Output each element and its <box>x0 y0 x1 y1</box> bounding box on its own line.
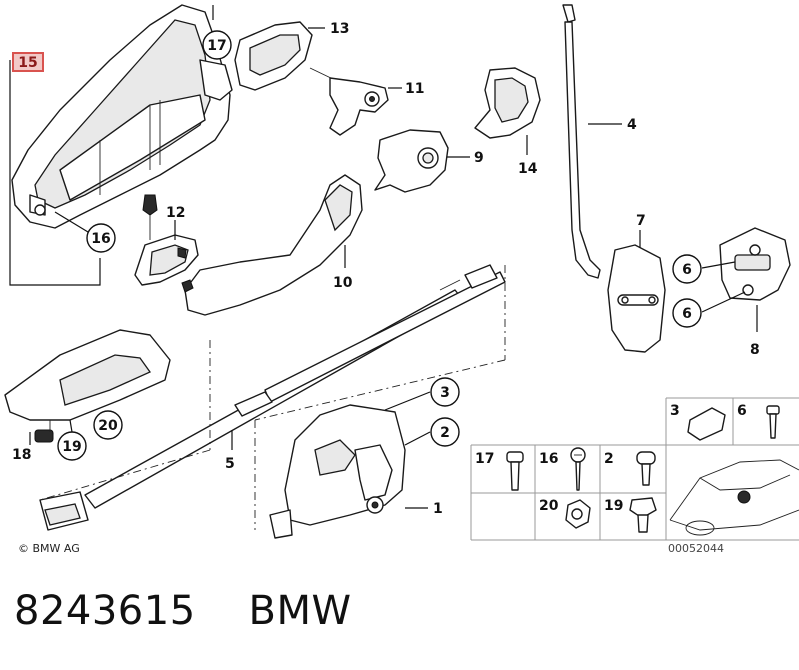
latch-8-drawing <box>719 227 791 301</box>
svg-text:5: 5 <box>225 456 235 472</box>
svg-text:17: 17 <box>475 451 494 467</box>
callout-2[interactable]: 2 <box>404 417 460 447</box>
svg-text:4: 4 <box>627 117 637 133</box>
svg-text:3: 3 <box>670 403 680 419</box>
callout-5[interactable]: 5 <box>225 430 235 472</box>
svg-text:11: 11 <box>405 81 424 97</box>
svg-text:13: 13 <box>330 21 349 37</box>
callout-3[interactable]: 3 <box>384 377 460 411</box>
svg-text:20: 20 <box>539 498 559 514</box>
lock-assembly-1-drawing <box>269 404 406 539</box>
grid-item-16[interactable]: 16 <box>539 447 586 491</box>
inner-handle-18-drawing <box>4 329 171 443</box>
svg-text:18: 18 <box>12 447 31 463</box>
grid-item-3[interactable]: 3 <box>670 403 726 441</box>
callout-12[interactable]: 12 <box>166 205 185 240</box>
svg-text:19: 19 <box>604 498 623 514</box>
callout-6b[interactable]: 6 <box>672 291 746 328</box>
bracket-group-15 <box>9 5 214 286</box>
svg-text:9: 9 <box>474 150 484 166</box>
svg-text:15: 15 <box>18 55 37 71</box>
svg-text:17: 17 <box>207 38 226 54</box>
callout-1[interactable]: 1 <box>405 501 443 517</box>
striker-plate-7-drawing <box>607 244 666 353</box>
guide-lines <box>39 265 506 530</box>
callout-11[interactable]: 11 <box>388 81 424 97</box>
part-14-drawing <box>474 67 541 139</box>
outside-handle-10-drawing <box>181 174 363 316</box>
svg-text:8: 8 <box>750 342 760 358</box>
callout-8[interactable]: 8 <box>750 305 760 358</box>
svg-text:2: 2 <box>604 451 614 467</box>
brand-name: BMW <box>248 588 352 634</box>
callout-16[interactable]: 16 <box>54 211 116 253</box>
svg-text:16: 16 <box>91 231 110 247</box>
part-12-drawing <box>134 234 199 286</box>
copyright-label: © BMW AG <box>18 542 80 555</box>
part-9-drawing <box>374 129 449 193</box>
grid-item-6[interactable]: 6 <box>737 403 780 439</box>
grid-item-17[interactable]: 17 <box>475 451 524 491</box>
svg-text:2: 2 <box>440 425 450 441</box>
svg-text:6: 6 <box>682 306 692 322</box>
diagram-id: 00052044 <box>668 542 724 555</box>
svg-text:19: 19 <box>62 439 81 455</box>
part-number: 8243615 <box>14 588 196 634</box>
small-parts-grid <box>470 397 799 541</box>
callout-18[interactable]: 18 <box>12 432 31 463</box>
exploded-parts-diagram: 15 17 16 13 1 <box>4 4 799 555</box>
callout-13[interactable]: 13 <box>308 21 349 37</box>
grid-item-2[interactable]: 2 <box>604 451 656 486</box>
rod-4-drawing <box>562 4 601 279</box>
callout-10[interactable]: 10 <box>333 245 353 291</box>
svg-text:12: 12 <box>166 205 185 221</box>
cable-5-drawing <box>39 264 506 531</box>
callout-14[interactable]: 14 <box>518 135 538 177</box>
callout-20[interactable]: 20 <box>93 410 123 440</box>
svg-text:3: 3 <box>440 385 450 401</box>
svg-text:14: 14 <box>518 161 538 177</box>
callout-6a[interactable]: 6 <box>672 254 736 284</box>
svg-text:20: 20 <box>98 418 118 434</box>
car-location-thumbnail <box>669 459 799 536</box>
handle-carrier-drawing <box>11 4 233 240</box>
part-caption: 8243615 BMW <box>14 588 352 634</box>
svg-text:6: 6 <box>737 403 747 419</box>
svg-text:1: 1 <box>433 501 443 517</box>
callout-4[interactable]: 4 <box>588 117 637 133</box>
grid-item-20[interactable]: 20 <box>539 498 591 529</box>
callout-7[interactable]: 7 <box>636 213 646 248</box>
callout-15[interactable]: 15 <box>12 52 44 72</box>
callout-19[interactable]: 19 <box>57 419 87 461</box>
callout-9[interactable]: 9 <box>447 150 484 166</box>
grid-item-19[interactable]: 19 <box>604 497 657 533</box>
svg-text:16: 16 <box>539 451 558 467</box>
svg-text:10: 10 <box>333 275 353 291</box>
callout-17[interactable]: 17 <box>202 30 232 60</box>
svg-text:6: 6 <box>682 262 692 278</box>
cover-cap-13-drawing <box>234 21 313 91</box>
lock-cylinder-11-drawing <box>309 67 389 136</box>
svg-text:7: 7 <box>636 213 646 229</box>
